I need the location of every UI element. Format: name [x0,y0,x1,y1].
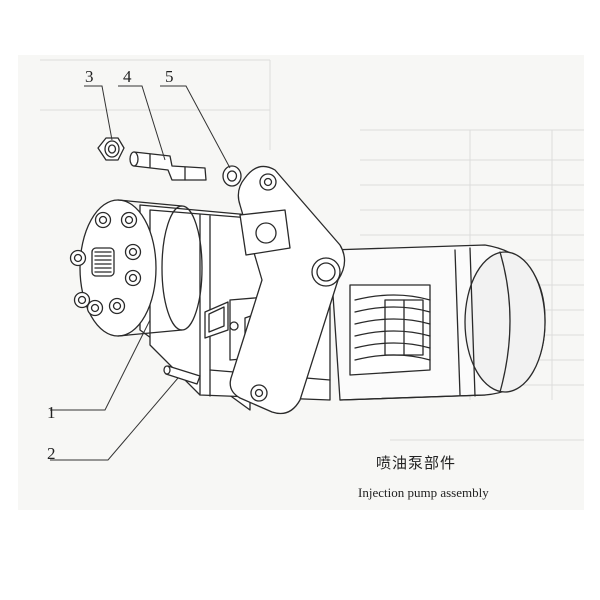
callout-1: 1 [47,403,56,422]
callout-3: 3 [85,67,94,86]
dowel-pin-part-2 [163,365,201,385]
threaded-boss [91,247,115,277]
washer-part-5 [222,165,242,187]
callout-4: 4 [123,67,132,86]
front-studs [69,211,142,317]
leader-lines [50,85,231,461]
callout-2: 2 [47,444,56,463]
mounting-flange [229,165,346,415]
hex-nut-part-3 [97,137,125,161]
hollow-bolt-part-4 [129,151,207,181]
callout-5: 5 [165,67,174,86]
caption-english: Injection pump assembly [358,485,489,500]
spring-cutaway [349,284,431,376]
caption-chinese: 喷油泵部件 [376,454,457,472]
